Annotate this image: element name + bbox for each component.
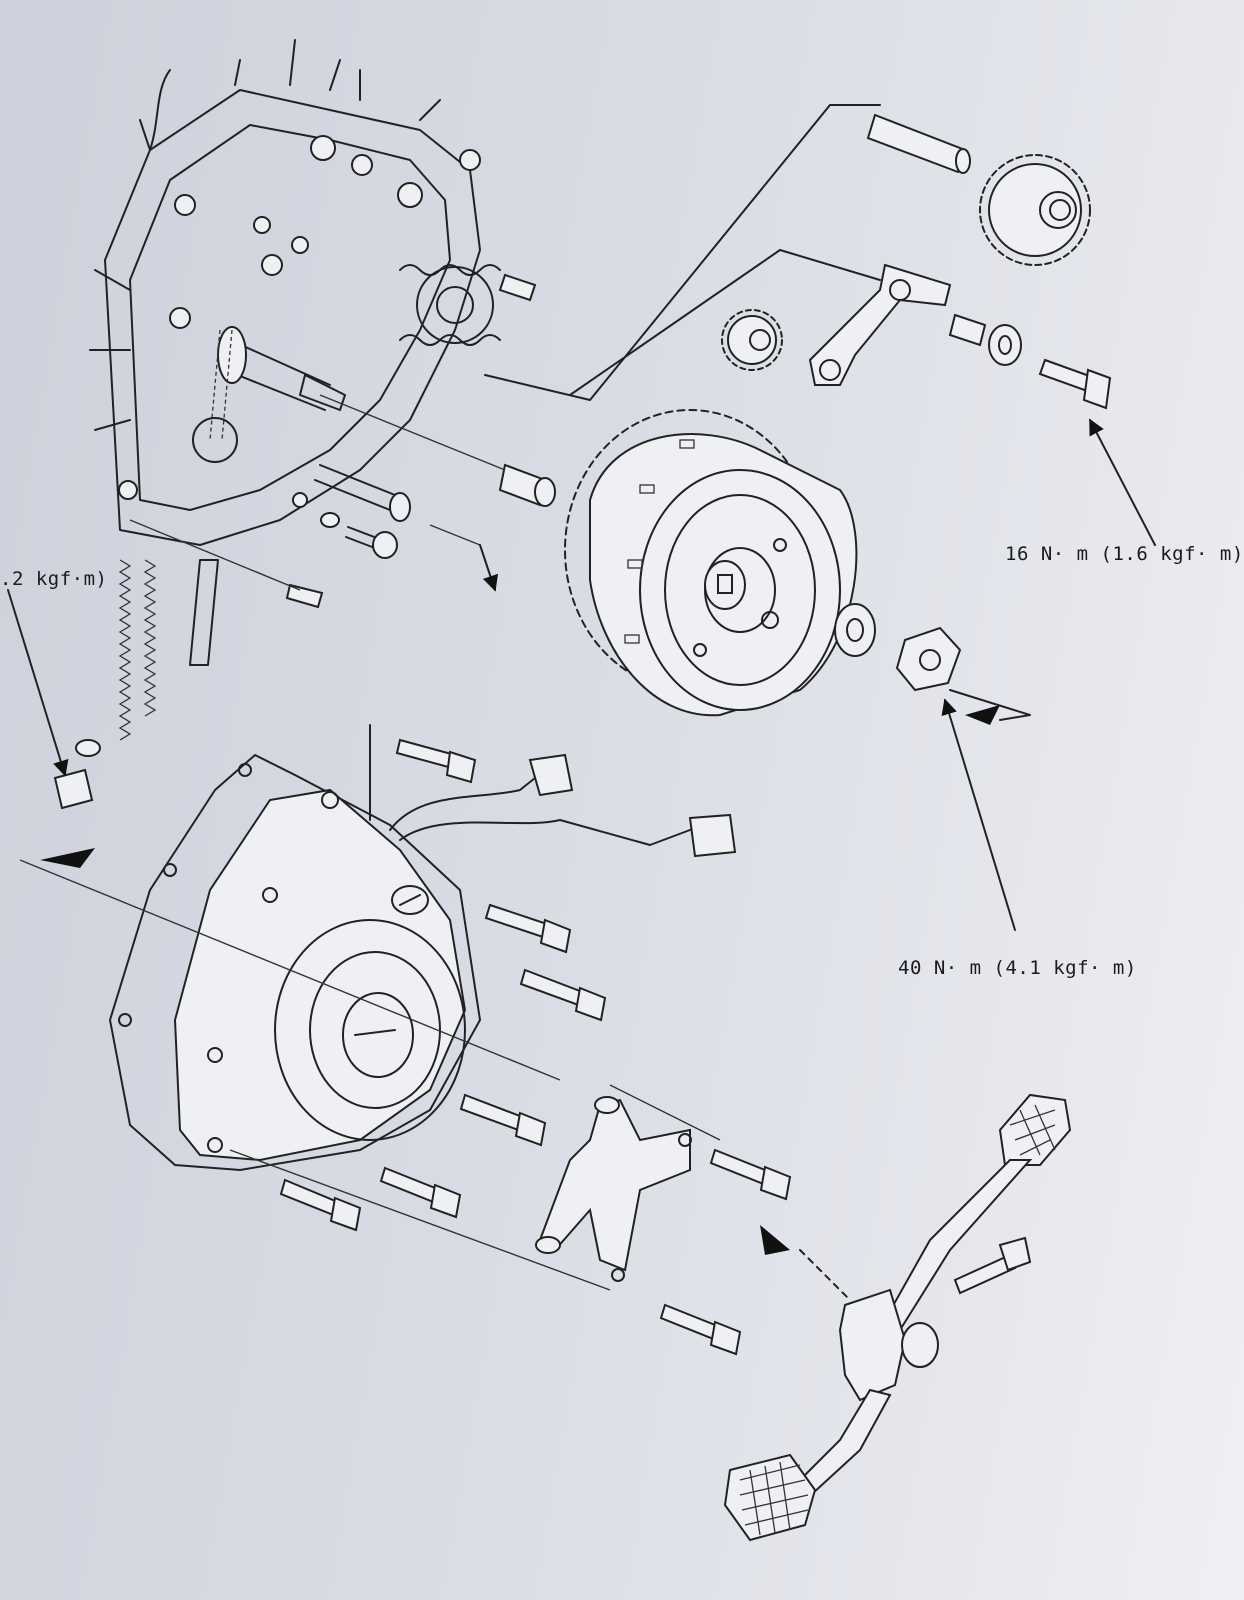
gearshift-pedal	[723, 1093, 1072, 1542]
bolt-torque-leader	[1089, 418, 1156, 546]
exploded-parts-diagram: 16 N· m (1.6 kgf· m) 40 N· m (4.1 kgf· m…	[0, 39, 1243, 1542]
torque-label-drain-plug-partial: .2 kgf·m)	[0, 568, 108, 590]
diagram-canvas	[7, 39, 1156, 1542]
nut-torque-leader	[941, 698, 1016, 931]
starter-gear-group	[484, 104, 1156, 546]
reduction-gear	[721, 309, 783, 371]
starter-driven-gear	[979, 154, 1091, 266]
flywheel-assembly	[564, 409, 1031, 931]
torque-label-reduction-gear-bolt: 16 N· m (1.6 kgf· m)	[1005, 543, 1244, 565]
cover-bolts	[279, 738, 792, 1356]
gear-shaft-bolt	[1038, 358, 1112, 410]
drain-plug-leader	[7, 589, 69, 777]
reduction-gear-shaft	[808, 263, 952, 386]
torque-label-flywheel-nut: 40 N· m (4.1 kgf· m)	[898, 957, 1137, 979]
cover-bracket	[535, 1096, 692, 1282]
left-crankcase-cover	[19, 724, 792, 1356]
crankcase-assembly	[53, 39, 556, 810]
